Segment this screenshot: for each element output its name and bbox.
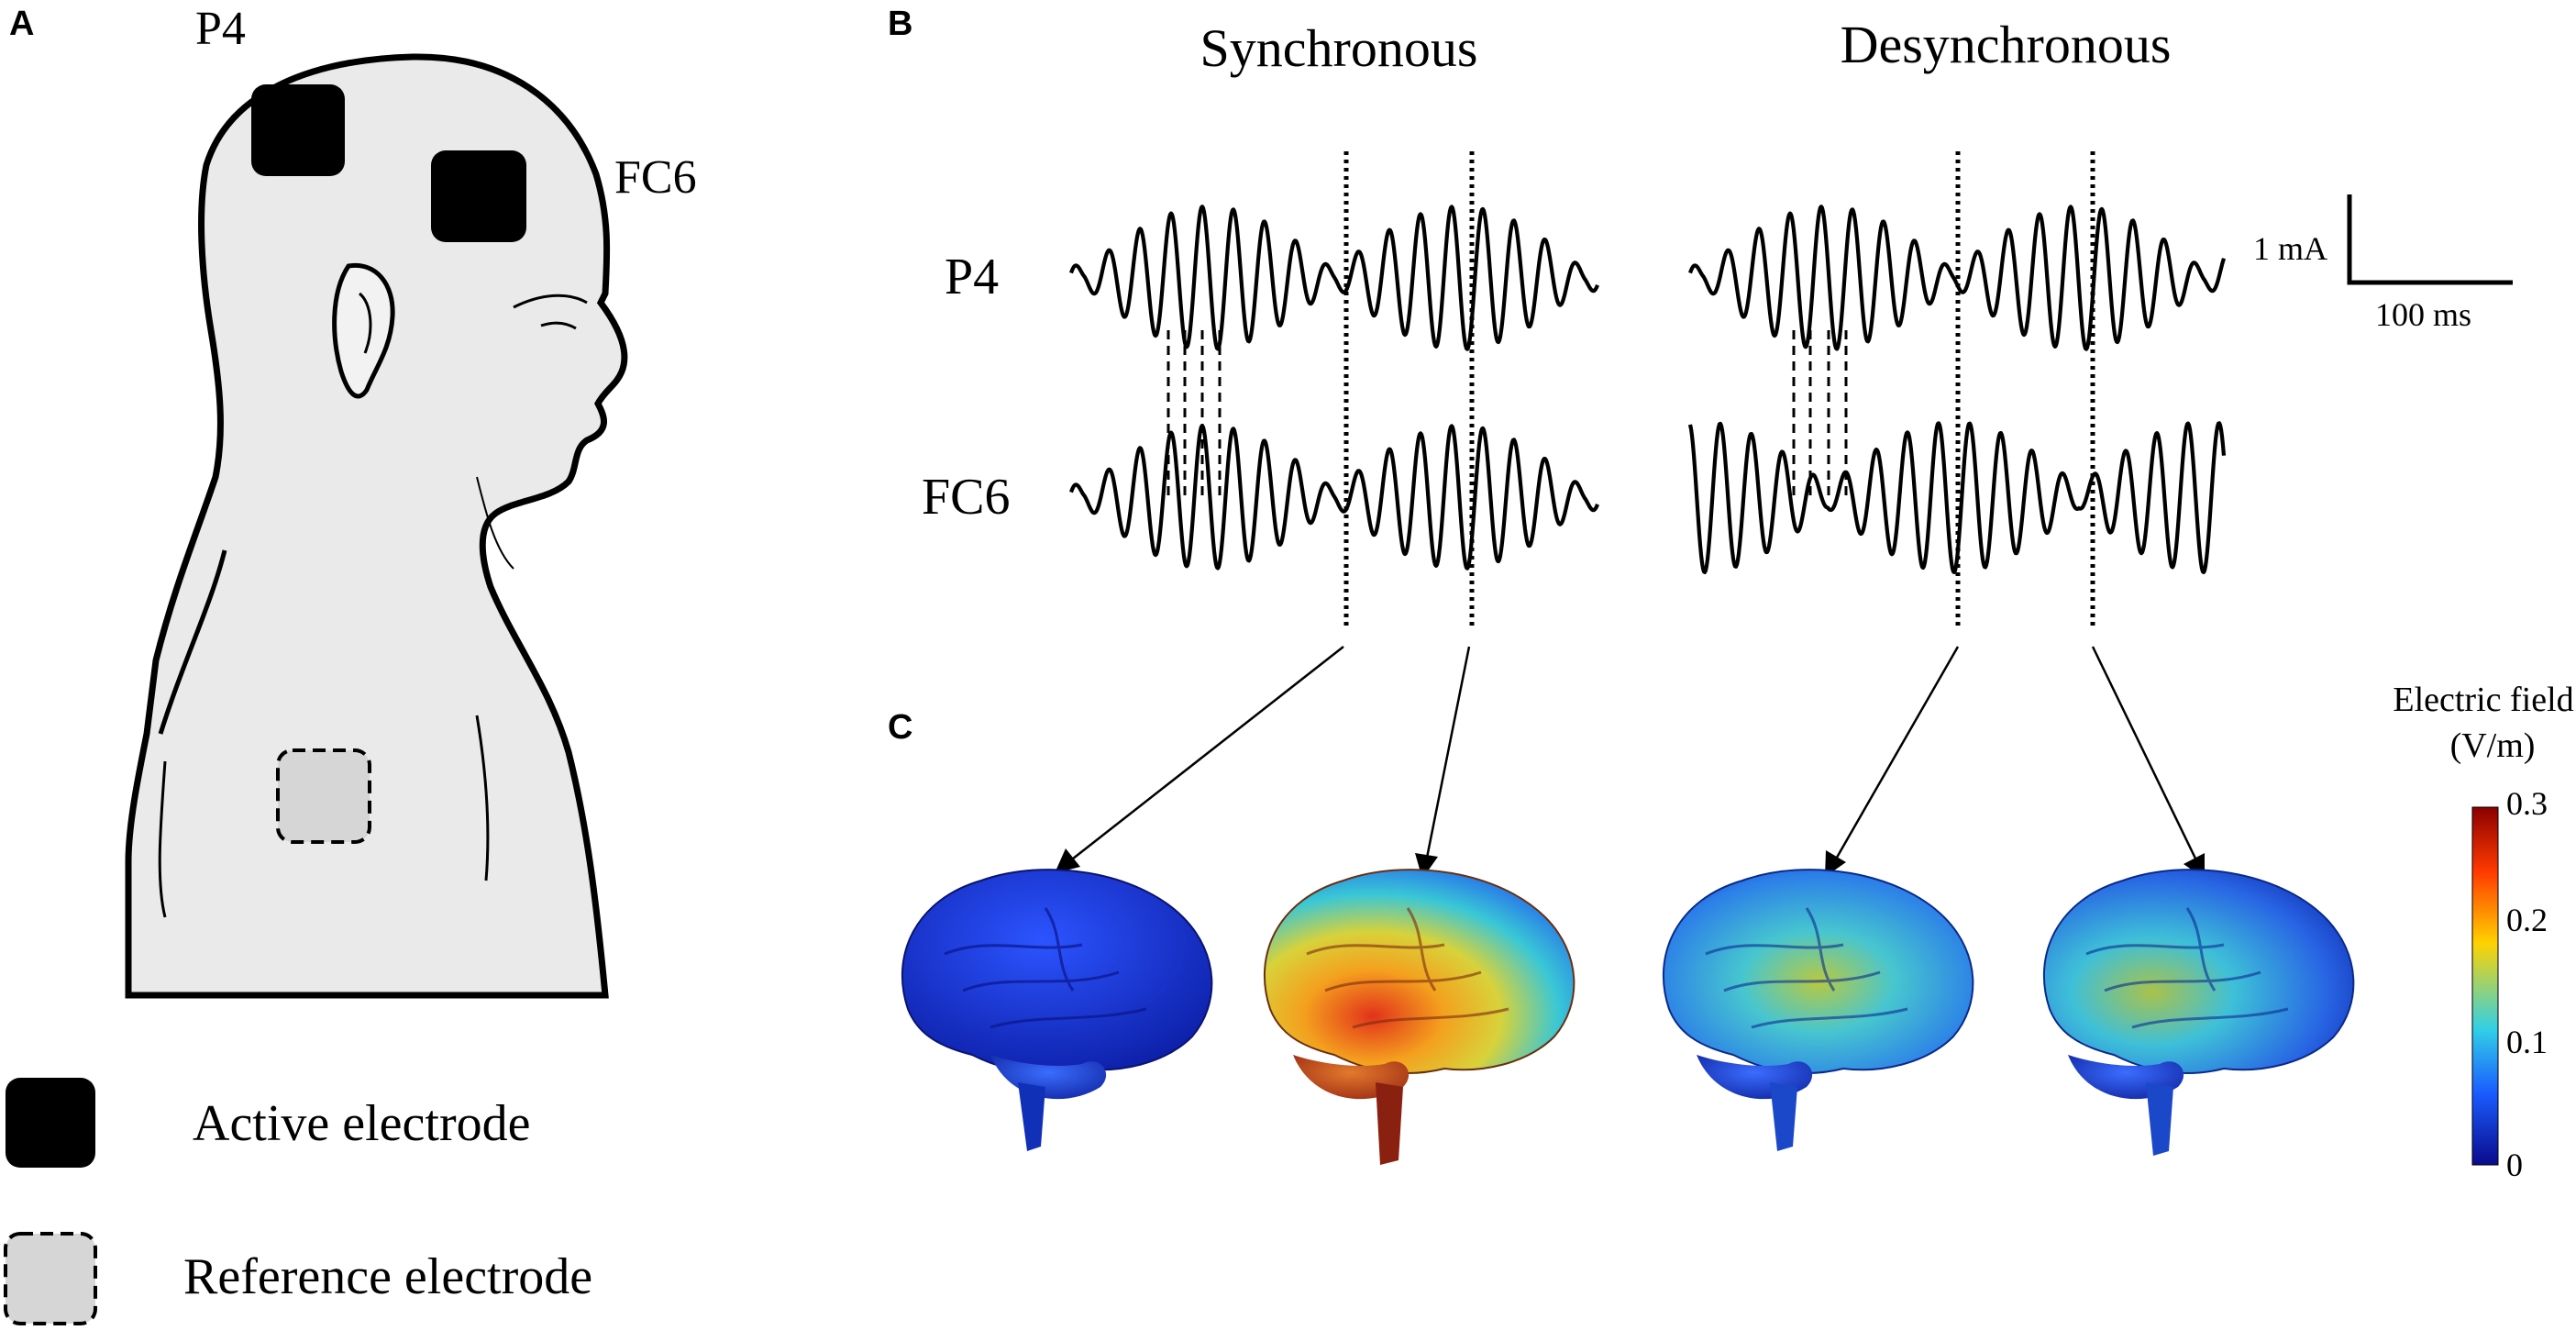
colorbar [2471, 806, 2499, 1166]
colorbar-title-line1: Electric field [2393, 681, 2573, 719]
colorbar-title-line2: (V/m) [2450, 726, 2536, 765]
scale-time-label: 100 ms [2375, 296, 2471, 333]
brainstem [1770, 1082, 1797, 1151]
colorbar-tick-0-1: 0.1 [2506, 1024, 2548, 1060]
brain-cortex [1662, 869, 1974, 1074]
brainstem [1376, 1082, 1403, 1165]
waveforms [1069, 205, 2227, 574]
brainstem [2146, 1082, 2173, 1156]
sulci [944, 907, 1147, 1029]
synchrony-dashes-sync [1166, 330, 1222, 495]
head-label-fc6: FC6 [614, 151, 697, 204]
sulci [1705, 907, 1908, 1029]
arm-line [158, 760, 167, 918]
legend-reference-swatch [4, 1232, 97, 1325]
brainstem [1018, 1082, 1045, 1151]
brain-cortex [1263, 869, 1575, 1074]
body-shape [125, 53, 628, 999]
title-synchronous: Synchronous [1200, 18, 1478, 78]
shoulder-line [475, 715, 490, 881]
brain-sync-1 [901, 869, 1213, 1151]
trace-label-p4: P4 [945, 249, 999, 305]
arrow-1-head [1055, 848, 1080, 873]
panel-label-b: B [888, 5, 912, 43]
wave-sync-fc6 [1069, 424, 1599, 571]
scale-amplitude-label: 1 mA [2253, 230, 2327, 267]
brain-cortex [2042, 869, 2355, 1074]
ear [332, 262, 395, 399]
arrows [1055, 646, 2205, 879]
title-desynchronous: Desynchronous [1841, 15, 2172, 74]
sulci [2085, 907, 2289, 1029]
head-label-p4: P4 [195, 3, 246, 55]
jaw-line [476, 476, 514, 570]
brain-desync-2 [2042, 869, 2355, 1156]
ear-inner [358, 292, 372, 354]
panel-label-c: C [888, 708, 912, 747]
brain-sync-2 [1263, 869, 1575, 1165]
legend-active-label: Active electrode [193, 1095, 530, 1152]
brain-cortex [901, 869, 1213, 1074]
reference-electrode-on-body [276, 748, 371, 844]
electrode-fc6 [431, 150, 526, 242]
legend-reference-label: Reference electrode [183, 1248, 592, 1305]
eyebrow [513, 294, 588, 309]
trace-label-fc6: FC6 [922, 469, 1011, 526]
head-silhouette [125, 53, 628, 999]
neck-line [158, 549, 227, 735]
arrow-4 [2091, 646, 2199, 863]
colorbar-tick-0-2: 0.2 [2506, 902, 2548, 938]
sulci [1306, 907, 1509, 1029]
panel-label-a: A [9, 5, 34, 43]
scale-bar [2347, 194, 2513, 285]
arrow-3 [1832, 646, 1960, 863]
eye [540, 321, 577, 330]
electrode-p4 [251, 84, 345, 176]
legend-active-swatch [6, 1078, 95, 1168]
wave-sync-p4 [1069, 205, 1599, 351]
arrow-1 [1067, 646, 1344, 863]
colorbar-tick-0-3: 0.3 [2506, 785, 2548, 822]
arrow-2 [1424, 646, 1471, 863]
synchrony-dashes-desync [1792, 330, 1848, 495]
brain-desync-1 [1662, 869, 1974, 1151]
colorbar-tick-0: 0 [2506, 1147, 2523, 1183]
